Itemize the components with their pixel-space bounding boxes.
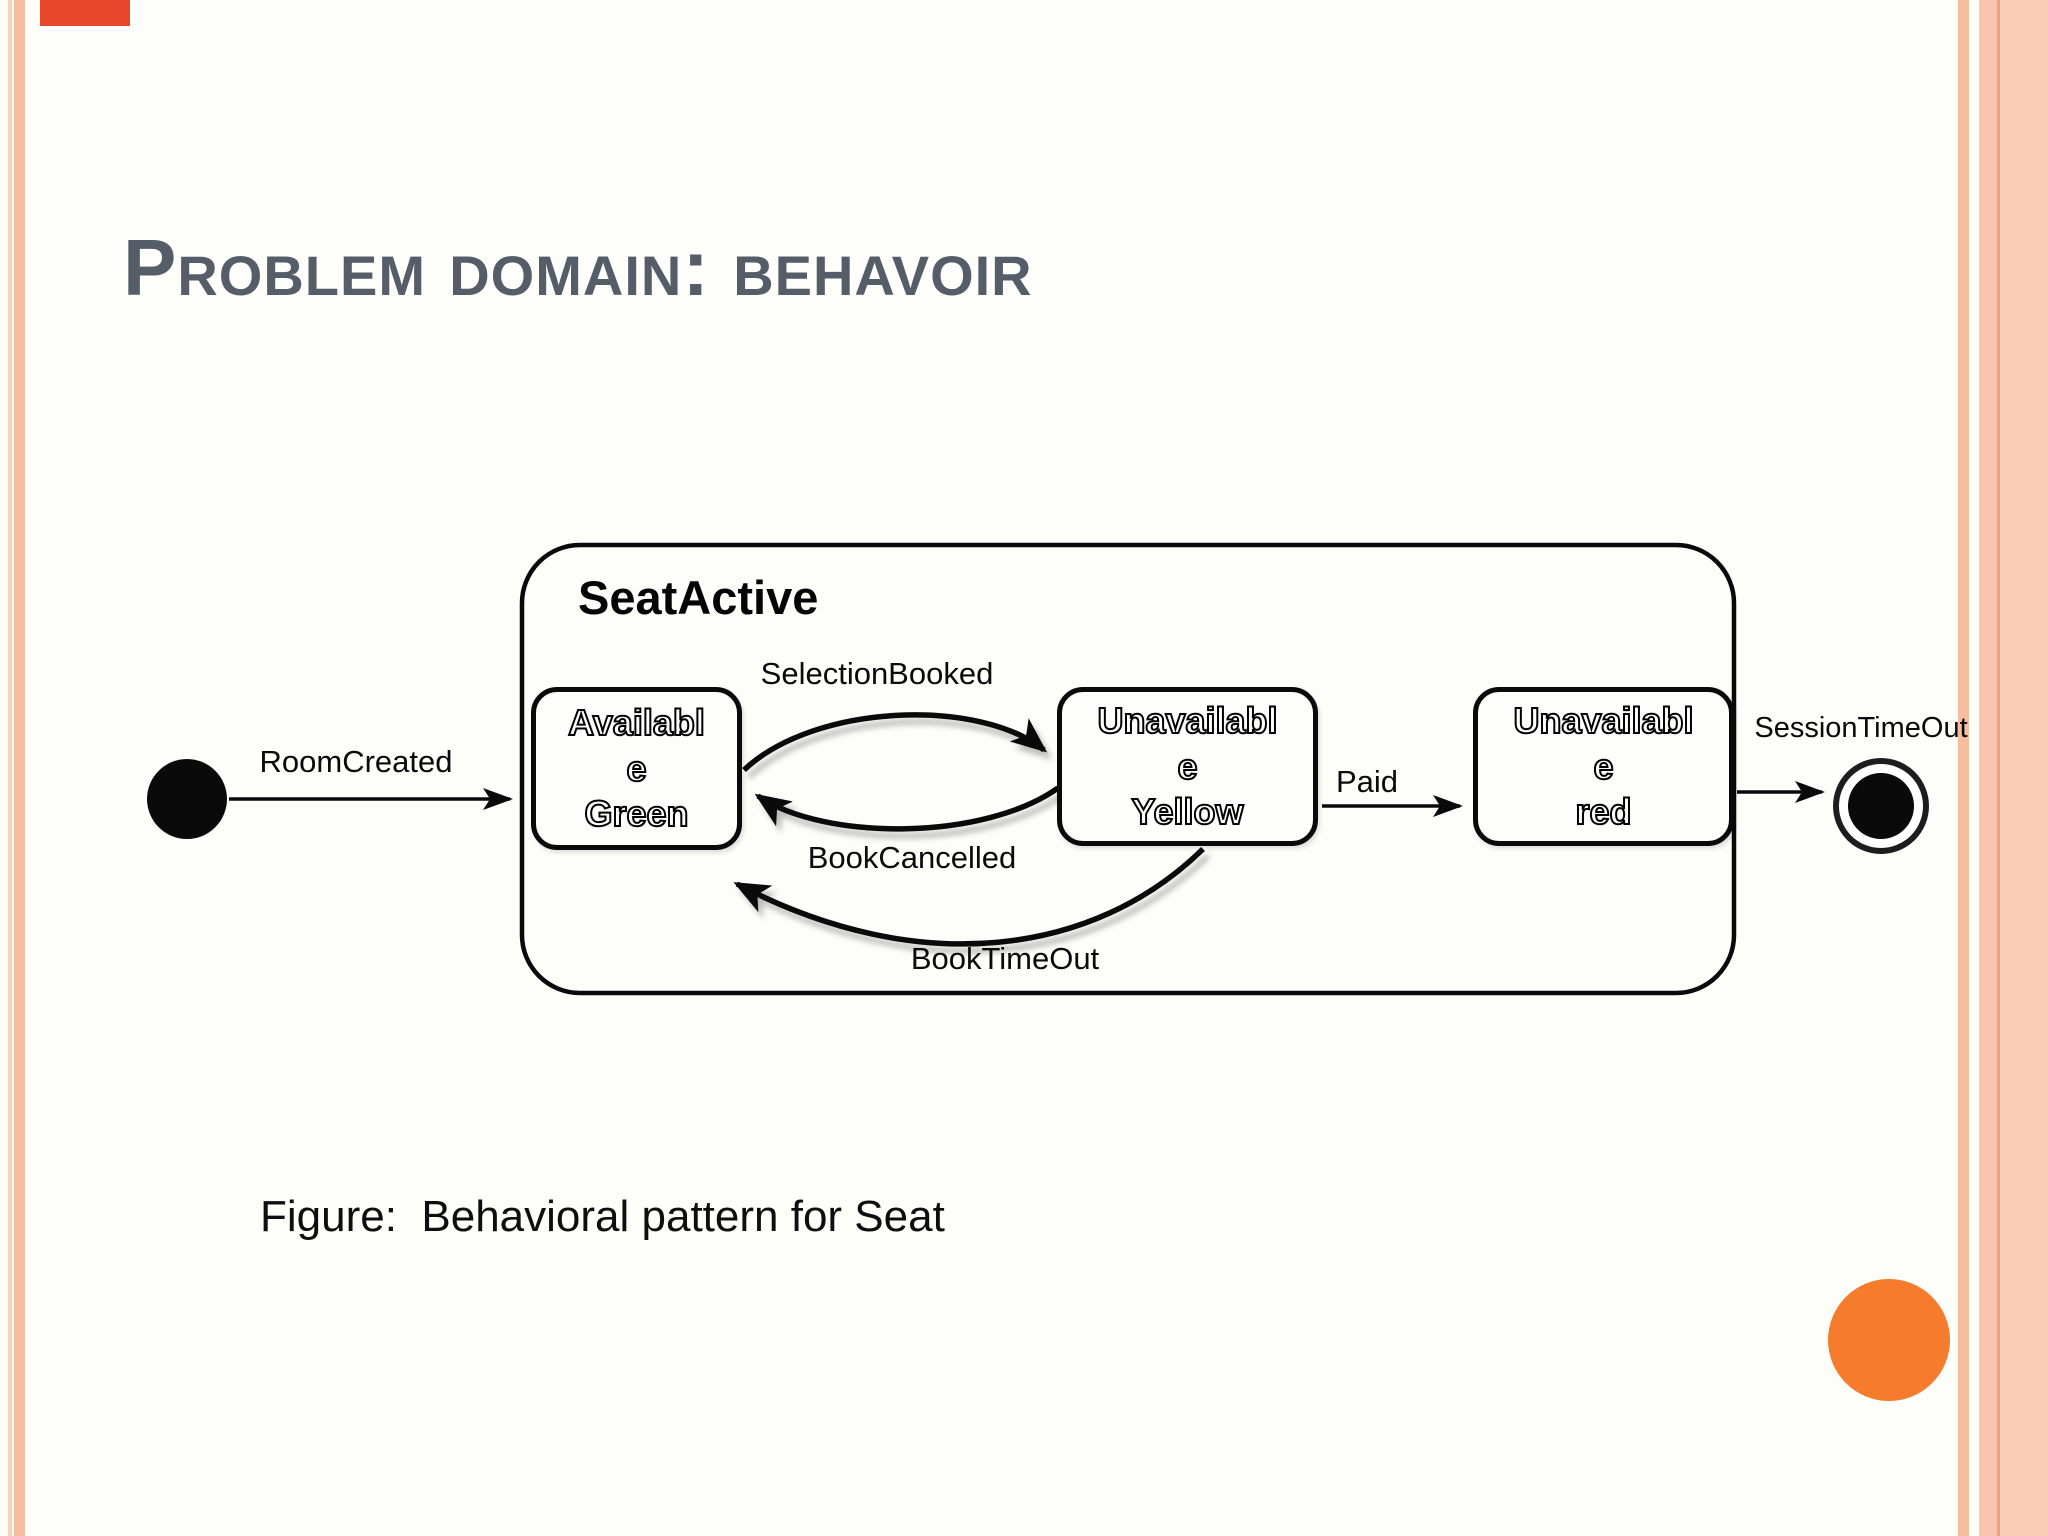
seatactive-container — [519, 542, 1737, 996]
state-label-line: Availabl — [567, 701, 706, 744]
state-unavailable-red: Unavailabl e red — [1473, 687, 1734, 846]
state-label-line: Yellow — [1130, 790, 1244, 833]
figure-caption: Figure: Behavioral pattern for Seat — [260, 1192, 945, 1241]
transition-label-sessiontimeout: SessionTimeOut — [1754, 712, 1968, 744]
transition-selectionbooked-arrow — [742, 712, 1048, 773]
state-label-line: e — [1592, 745, 1614, 788]
bottom-right-accent-circle — [1828, 1279, 1950, 1401]
state-label-line: Unavailabl — [1096, 699, 1278, 742]
state-label-line: e — [625, 747, 647, 790]
left-border-stripe-inner — [14, 0, 25, 1536]
transition-label-roomcreated: RoomCreated — [259, 744, 453, 779]
transition-booktimeout-arrow — [733, 847, 1205, 947]
right-border-stripe-edge — [2000, 0, 2048, 1536]
transition-label-selectionbooked: SelectionBooked — [760, 656, 994, 691]
state-label-line: red — [1574, 790, 1632, 833]
right-border-stripe-mid — [1979, 0, 1997, 1536]
transition-label-bookcancelled: BookCancelled — [807, 840, 1017, 875]
state-label-line: Green — [583, 792, 689, 835]
page-title: Problem domain: behavoir — [123, 223, 1033, 312]
transition-label-paid: Paid — [1335, 764, 1399, 799]
top-left-accent-bar — [40, 0, 130, 26]
right-border-stripe-seam — [1997, 0, 2000, 1536]
state-unavailable-yellow: Unavailabl e Yellow — [1057, 687, 1318, 846]
state-label-line: Unavailabl — [1512, 699, 1694, 742]
left-border-stripe-outer — [8, 0, 12, 1536]
initial-state-node — [147, 759, 227, 839]
state-available-green: Availabl e Green — [531, 687, 742, 850]
final-state-node — [1848, 773, 1914, 839]
transition-label-booktimeout: BookTimeOut — [910, 941, 1100, 976]
seatactive-state-label: SeatActive — [578, 571, 819, 624]
state-label-line: e — [1176, 745, 1198, 788]
transition-bookcancelled-arrow — [754, 785, 1060, 832]
right-border-stripe-inner — [1958, 0, 1969, 1536]
